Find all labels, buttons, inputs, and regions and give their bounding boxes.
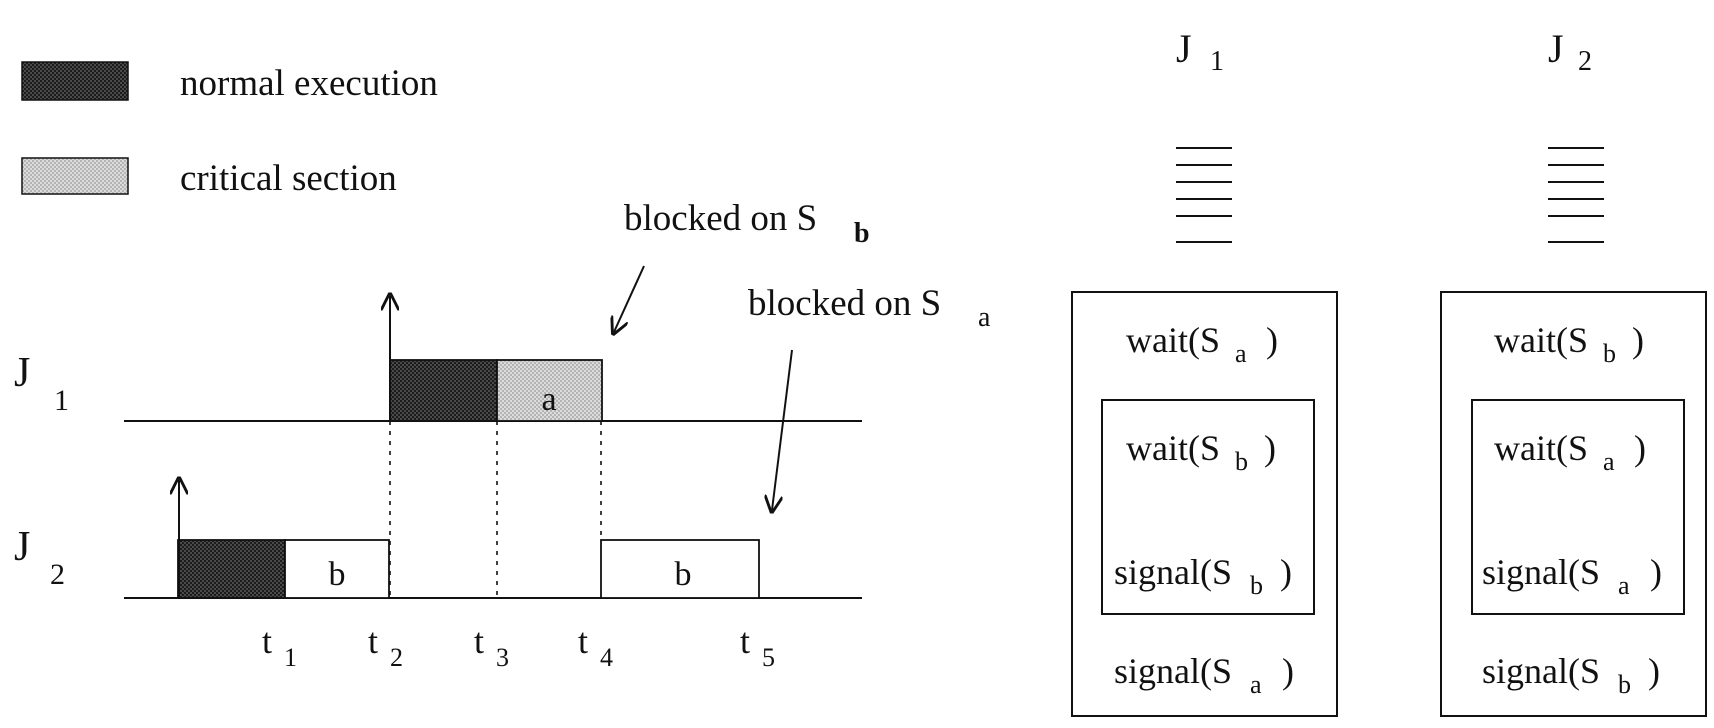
code-panel-j2: J 2 wait(S b ) wait(S a ) signal(S a ) xyxy=(1440,26,1707,717)
svg-text:t: t xyxy=(578,621,588,661)
svg-text:1: 1 xyxy=(1210,46,1224,77)
legend-critical-label: critical section xyxy=(180,158,397,199)
code-j2-inner-block xyxy=(1471,399,1685,615)
svg-text:4: 4 xyxy=(600,643,613,672)
svg-text:t: t xyxy=(262,621,272,661)
svg-text:wait(S: wait(S xyxy=(1126,428,1220,468)
svg-text:): ) xyxy=(1648,651,1660,691)
svg-text:J: J xyxy=(14,350,30,396)
job2-label: J 2 xyxy=(14,524,65,591)
svg-text:signal(S: signal(S xyxy=(1482,552,1600,592)
svg-text:): ) xyxy=(1634,428,1646,468)
job2-critical-section-b1 xyxy=(284,539,390,599)
svg-text:): ) xyxy=(1264,428,1276,468)
svg-text:t: t xyxy=(368,621,378,661)
svg-text:b: b xyxy=(1603,339,1616,368)
svg-text:a: a xyxy=(1250,670,1262,699)
legend: normal execution critical section xyxy=(21,61,438,199)
code-j2-outer-signal: signal(S b ) xyxy=(1482,651,1660,699)
annotation-blocked-on-sb: blocked on S b xyxy=(614,198,870,332)
svg-text:wait(S: wait(S xyxy=(1494,428,1588,468)
svg-text:5: 5 xyxy=(762,643,775,672)
code-j1-header: J 1 xyxy=(1176,26,1224,77)
code-j1-outer-block xyxy=(1071,291,1338,717)
code-j2-ellipsis-lines xyxy=(1548,147,1604,243)
svg-text:blocked on S: blocked on S xyxy=(748,283,941,324)
segment-b1-label: b xyxy=(329,556,346,593)
svg-text:2: 2 xyxy=(1578,46,1592,77)
segment-b2-label: b xyxy=(675,556,692,593)
svg-text:a: a xyxy=(1235,339,1247,368)
code-j2-inner-wait: wait(S a ) xyxy=(1494,428,1646,476)
tick-t2: t 2 xyxy=(368,621,403,672)
svg-text:a: a xyxy=(1603,447,1615,476)
svg-text:1: 1 xyxy=(54,384,69,417)
svg-text:2: 2 xyxy=(50,558,65,591)
svg-text:J: J xyxy=(1548,26,1564,71)
segment-a-label: a xyxy=(541,381,556,418)
job1-label: J 1 xyxy=(14,350,69,417)
svg-text:): ) xyxy=(1280,552,1292,592)
svg-text:): ) xyxy=(1282,651,1294,691)
code-j1-ellipsis-lines xyxy=(1176,147,1232,243)
svg-text:): ) xyxy=(1650,552,1662,592)
annotation-blocked-on-sa: blocked on S a xyxy=(748,283,991,510)
job1-normal-execution xyxy=(389,359,498,422)
tick-t1: t 1 xyxy=(262,621,297,672)
svg-text:2: 2 xyxy=(390,643,403,672)
tick-t4: t 4 xyxy=(578,621,613,672)
svg-text:J: J xyxy=(14,524,30,570)
tick-t3: t 3 xyxy=(474,621,509,672)
code-j2-outer-block xyxy=(1440,291,1707,717)
svg-text:): ) xyxy=(1632,320,1644,360)
job2-normal-execution xyxy=(177,539,286,599)
job1-critical-section-a xyxy=(496,359,603,422)
svg-text:t: t xyxy=(474,621,484,661)
job2-critical-section-b2 xyxy=(600,539,760,599)
code-j1-outer-signal: signal(S a ) xyxy=(1114,651,1294,699)
svg-text:b: b xyxy=(1618,670,1631,699)
legend-critical-swatch xyxy=(21,157,129,195)
legend-normal-label: normal execution xyxy=(180,63,438,104)
svg-text:signal(S: signal(S xyxy=(1482,651,1600,691)
code-j2-header: J 2 xyxy=(1548,26,1592,77)
svg-text:3: 3 xyxy=(496,643,509,672)
code-j2-inner-signal: signal(S a ) xyxy=(1482,552,1662,600)
code-j1-inner-wait: wait(S b ) xyxy=(1126,428,1276,476)
timeline: J 1 J 2 a b b t 1 t 2 xyxy=(14,198,991,672)
svg-text:J: J xyxy=(1176,26,1192,71)
svg-text:blocked on S: blocked on S xyxy=(624,198,817,239)
code-panel-j1: J 1 wait(S a ) wait(S b ) signal(S b ) xyxy=(1071,26,1338,717)
svg-text:signal(S: signal(S xyxy=(1114,651,1232,691)
svg-text:a: a xyxy=(1618,571,1630,600)
svg-text:signal(S: signal(S xyxy=(1114,552,1232,592)
legend-normal-swatch xyxy=(21,61,129,101)
svg-text:t: t xyxy=(740,621,750,661)
svg-text:wait(S: wait(S xyxy=(1494,320,1588,360)
code-j1-inner-block xyxy=(1101,399,1315,615)
tick-t5: t 5 xyxy=(740,621,775,672)
svg-text:b: b xyxy=(1235,447,1248,476)
svg-text:b: b xyxy=(854,218,870,249)
svg-text:b: b xyxy=(1250,571,1263,600)
svg-text:): ) xyxy=(1266,320,1278,360)
code-j2-outer-wait: wait(S b ) xyxy=(1494,320,1644,368)
code-j1-inner-signal: signal(S b ) xyxy=(1114,552,1292,600)
svg-text:a: a xyxy=(978,302,991,333)
svg-text:wait(S: wait(S xyxy=(1126,320,1220,360)
svg-text:1: 1 xyxy=(284,643,297,672)
code-j1-outer-wait: wait(S a ) xyxy=(1126,320,1278,368)
